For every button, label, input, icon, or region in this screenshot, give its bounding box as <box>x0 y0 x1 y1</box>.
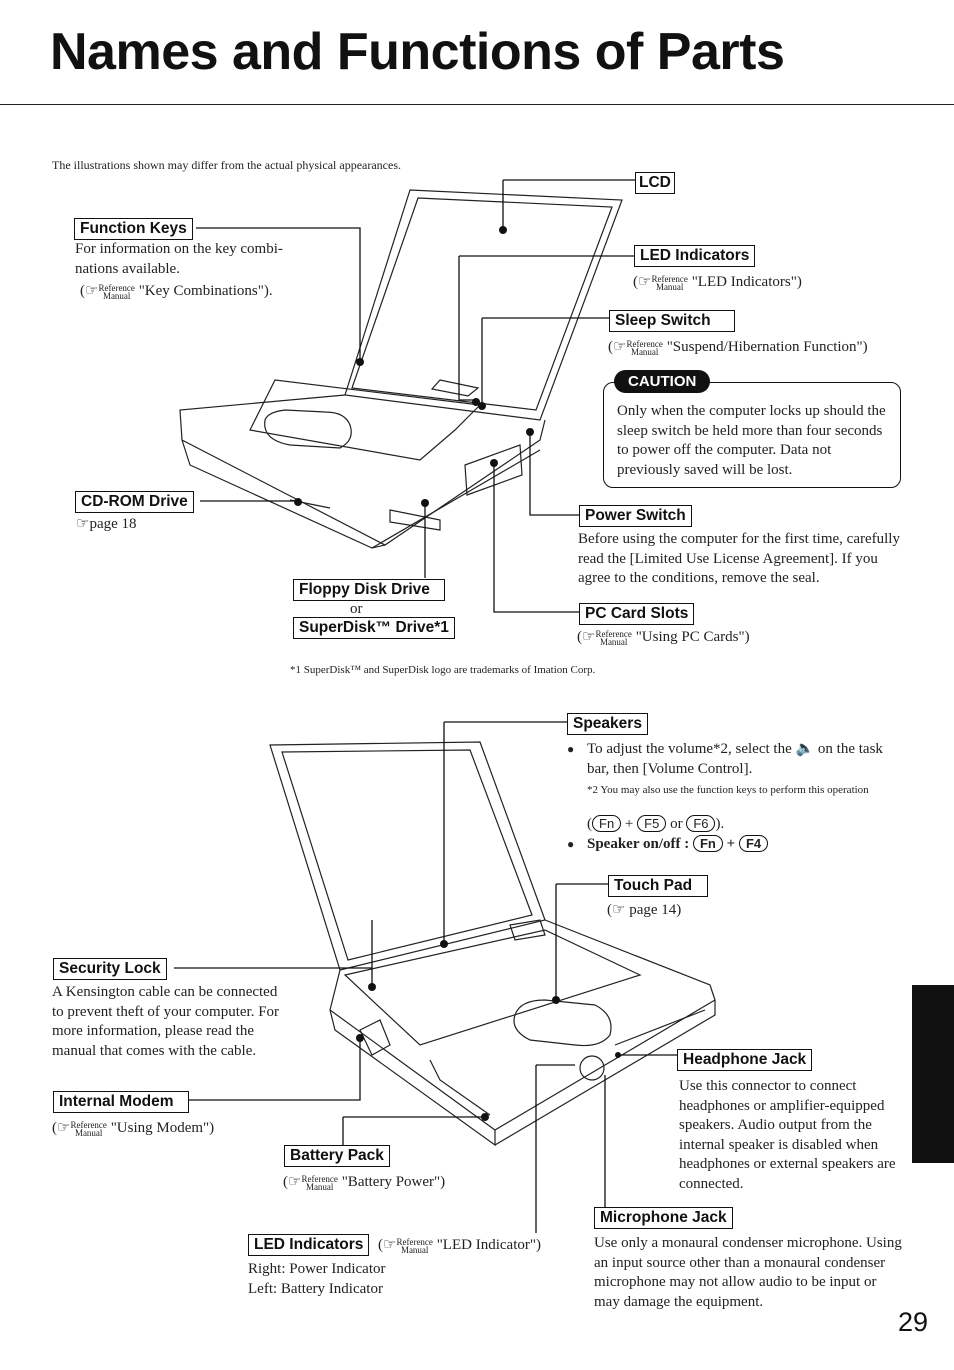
page-number: 29 <box>898 1307 929 1337</box>
floppy-disk-drive-label: Floppy Disk Drive <box>293 579 445 601</box>
headphone-text: Use this connector to connect headphones… <box>679 1078 896 1192</box>
led-left-text: Left: Battery Indicator <box>248 1281 383 1297</box>
speakers-label: Speakers <box>567 713 648 735</box>
touch-pad-label: Touch Pad <box>608 875 708 897</box>
function-keys-desc-1: For information on the key combi- <box>75 241 283 257</box>
cd-rom-drive-label: CD-ROM Drive <box>75 491 194 513</box>
power-switch-text: Before using the computer for the first … <box>578 531 900 586</box>
superdisk-drive-label: SuperDisk™ Drive*1 <box>293 617 455 639</box>
led-right-text: Right: Power Indicator <box>248 1261 386 1277</box>
title-rule <box>0 104 954 105</box>
internal-modem-label: Internal Modem <box>53 1091 189 1113</box>
caution-text: Only when the computer locks up should t… <box>617 403 886 478</box>
superdisk-footnote: *1 SuperDisk™ and SuperDisk logo are tra… <box>290 664 596 676</box>
speakers-footnote: *2 You may also use the function keys to… <box>587 784 869 796</box>
laptop-top-illustration <box>179 189 623 549</box>
caution-box <box>603 382 901 488</box>
volume-keys: (Fn + F5 or F6). <box>587 815 725 832</box>
security-lock-label: Security Lock <box>53 958 167 980</box>
microphone-jack-label: Microphone Jack <box>594 1207 733 1229</box>
intro-note: The illustrations shown may differ from … <box>52 158 401 172</box>
headphone-jack-label: Headphone Jack <box>677 1049 813 1071</box>
floppy-or-text: or <box>350 601 363 617</box>
caution-badge: CAUTION <box>614 370 711 393</box>
led-indicators-bottom-label: LED Indicators <box>248 1234 370 1256</box>
page-title: Names and Functions of Parts <box>50 23 785 81</box>
pc-card-slots-label: PC Card Slots <box>579 603 695 625</box>
led-indicators-top-label: LED Indicators <box>634 245 756 267</box>
speaker-onoff: Speaker on/off : Fn + F4 <box>567 835 769 855</box>
speakers-instruction-line1: To adjust the volume*2, select the 🔈 on … <box>567 740 883 760</box>
microphone-text: Use only a monaural condenser microphone… <box>594 1235 902 1310</box>
speakers-instruction-line2: bar, then [Volume Control]. <box>587 761 753 777</box>
section-tab-marker <box>912 985 954 1163</box>
lcd-label: LCD <box>635 172 675 194</box>
function-keys-desc-2: nations available. <box>75 261 180 277</box>
touch-pad-ref: (☞ page 14) <box>607 902 682 918</box>
sleep-switch-label: Sleep Switch <box>609 310 735 332</box>
power-switch-label: Power Switch <box>579 505 692 527</box>
battery-pack-label: Battery Pack <box>284 1145 390 1167</box>
security-lock-text: A Kensington cable can be connected to p… <box>52 984 280 1059</box>
laptop-bottom-illustration <box>269 741 716 1147</box>
volume-icon: 🔈 <box>795 741 815 757</box>
cd-rom-ref: ☞page 18 <box>76 516 137 532</box>
function-keys-label: Function Keys <box>74 218 193 240</box>
